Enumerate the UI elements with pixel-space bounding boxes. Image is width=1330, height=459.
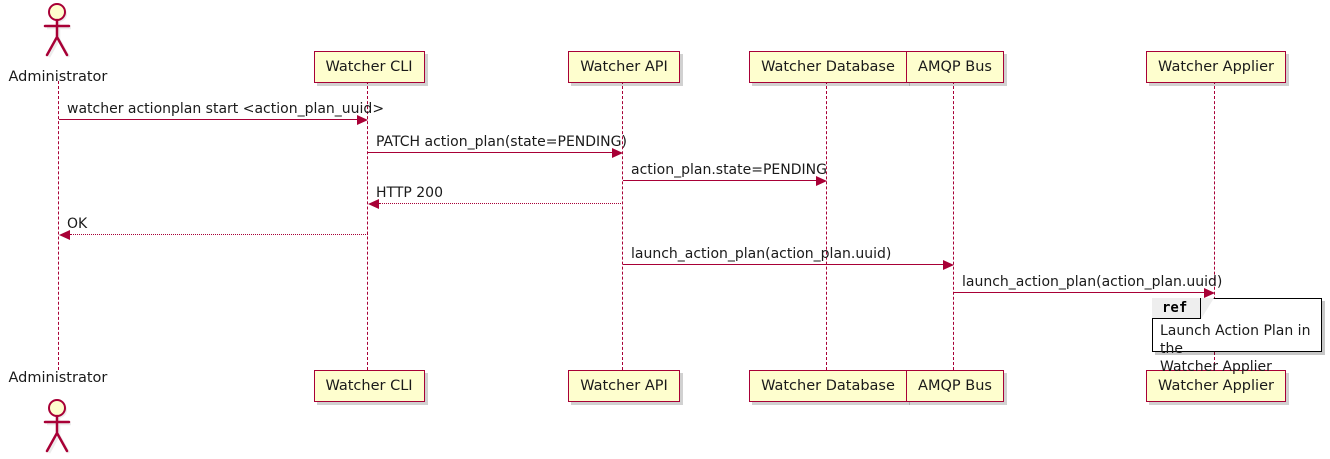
participant-box-amqp_bus-bottom[interactable]: AMQP Bus	[906, 370, 1004, 402]
message-line-m7	[954, 292, 1204, 293]
participant-label: Watcher Applier	[1158, 59, 1274, 75]
ref-tab-ref1: ref	[1152, 298, 1201, 319]
participant-label: AMQP Bus	[918, 59, 992, 75]
lifeline-watcher_cli	[367, 81, 369, 370]
participant-box-watcher_cli-bottom[interactable]: Watcher CLI	[313, 370, 425, 402]
message-label-m3: action_plan.state=PENDING	[631, 162, 827, 178]
message-line-m5	[70, 234, 368, 235]
message-arrowhead-m3	[816, 175, 827, 186]
participant-box-amqp_bus-top[interactable]: AMQP Bus	[906, 51, 1004, 83]
message-arrowhead-m4	[368, 198, 379, 209]
actor-label-administrator-top: Administrator	[8, 69, 108, 85]
message-line-m1	[59, 119, 357, 120]
message-label-m2: PATCH action_plan(state=PENDING)	[376, 134, 627, 150]
participant-label: Watcher Database	[761, 378, 895, 394]
message-label-m5: OK	[67, 216, 88, 232]
participant-label: Watcher API	[580, 59, 668, 75]
message-arrowhead-m6	[943, 259, 954, 270]
ref-tab-notch-ref1	[1201, 298, 1214, 319]
participant-label: Watcher CLI	[325, 59, 413, 75]
message-m5[interactable]	[59, 218, 368, 240]
participant-label: AMQP Bus	[918, 378, 992, 394]
participant-box-watcher_applier-bottom[interactable]: Watcher Applier	[1146, 370, 1286, 402]
message-arrowhead-m2	[612, 147, 623, 158]
ref-body-line: Watcher Applier	[1160, 359, 1272, 375]
participant-box-watcher_api-top[interactable]: Watcher API	[568, 51, 680, 83]
message-line-m2	[368, 152, 612, 153]
message-line-m6	[623, 264, 943, 265]
message-label-m7: launch_action_plan(action_plan.uuid)	[962, 274, 1223, 290]
participant-label: Watcher Applier	[1158, 378, 1274, 394]
message-label-m4: HTTP 200	[376, 185, 443, 201]
message-label-m1: watcher actionplan start <action_plan_uu…	[67, 101, 385, 117]
participant-label: Watcher Database	[761, 59, 895, 75]
participant-label: Watcher API	[580, 378, 668, 394]
actor-administrator-top	[36, 3, 82, 59]
ref-body-line: Launch Action Plan in the	[1160, 323, 1311, 357]
lifeline-amqp_bus	[953, 81, 955, 370]
message-line-m3	[623, 180, 816, 181]
lifeline-watcher_api	[622, 81, 624, 370]
message-arrowhead-m1	[357, 114, 368, 125]
participant-label: Watcher CLI	[325, 378, 413, 394]
participant-box-watcher_api-bottom[interactable]: Watcher API	[568, 370, 680, 402]
lifeline-watcher_database	[826, 81, 828, 370]
lifeline-administrator	[58, 81, 60, 370]
participant-box-watcher_cli-top[interactable]: Watcher CLI	[313, 51, 425, 83]
lifeline-watcher_applier	[1214, 81, 1216, 370]
actor-administrator-bottom	[36, 399, 82, 455]
actor-label-administrator-bottom: Administrator	[8, 370, 108, 386]
message-arrowhead-m5	[59, 229, 70, 240]
message-line-m4	[379, 203, 623, 204]
message-label-m6: launch_action_plan(action_plan.uuid)	[631, 246, 892, 262]
message-arrowhead-m7	[1204, 287, 1215, 298]
participant-box-watcher_database-top[interactable]: Watcher Database	[749, 51, 907, 83]
participant-box-watcher_applier-top[interactable]: Watcher Applier	[1146, 51, 1286, 83]
participant-box-watcher_database-bottom[interactable]: Watcher Database	[749, 370, 907, 402]
